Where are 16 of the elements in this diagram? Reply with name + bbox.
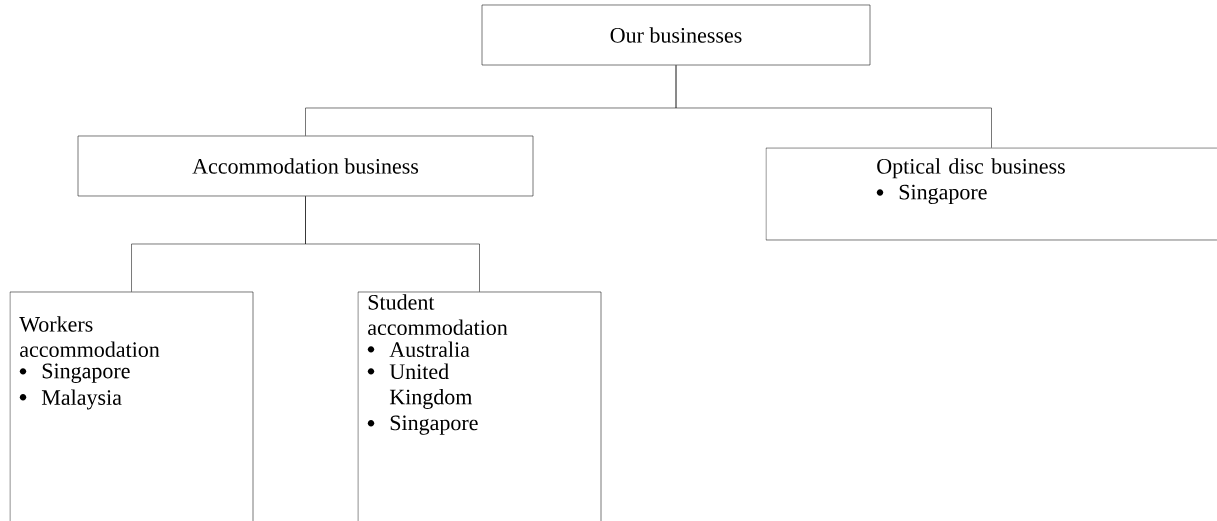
node-label: Workers accommodation: [19, 316, 160, 358]
node-label: Student accommodation: [368, 294, 508, 336]
list-box: Workers accommodation Singapore Malaysia: [9, 291, 254, 521]
connector-line: [305, 196, 480, 292]
node-label: Singapore: [390, 415, 478, 435]
node-label: Optical disc business: [877, 158, 1065, 179]
process-box: Our businesses: [481, 4, 871, 66]
node-label: Singapore: [899, 184, 987, 205]
node-label: Australia: [389, 341, 470, 358]
process-box: Accommodation business: [77, 135, 534, 197]
node-label: Malaysia: [41, 389, 122, 410]
node-label: Singapore: [42, 363, 130, 383]
list-box: Optical disc business Singapore: [765, 147, 1217, 241]
connector-line: [675, 65, 992, 148]
list-box: Student accommodation Australia United Kingdom Singapore: [357, 291, 602, 521]
node-label: United Kingdom: [389, 363, 473, 409]
